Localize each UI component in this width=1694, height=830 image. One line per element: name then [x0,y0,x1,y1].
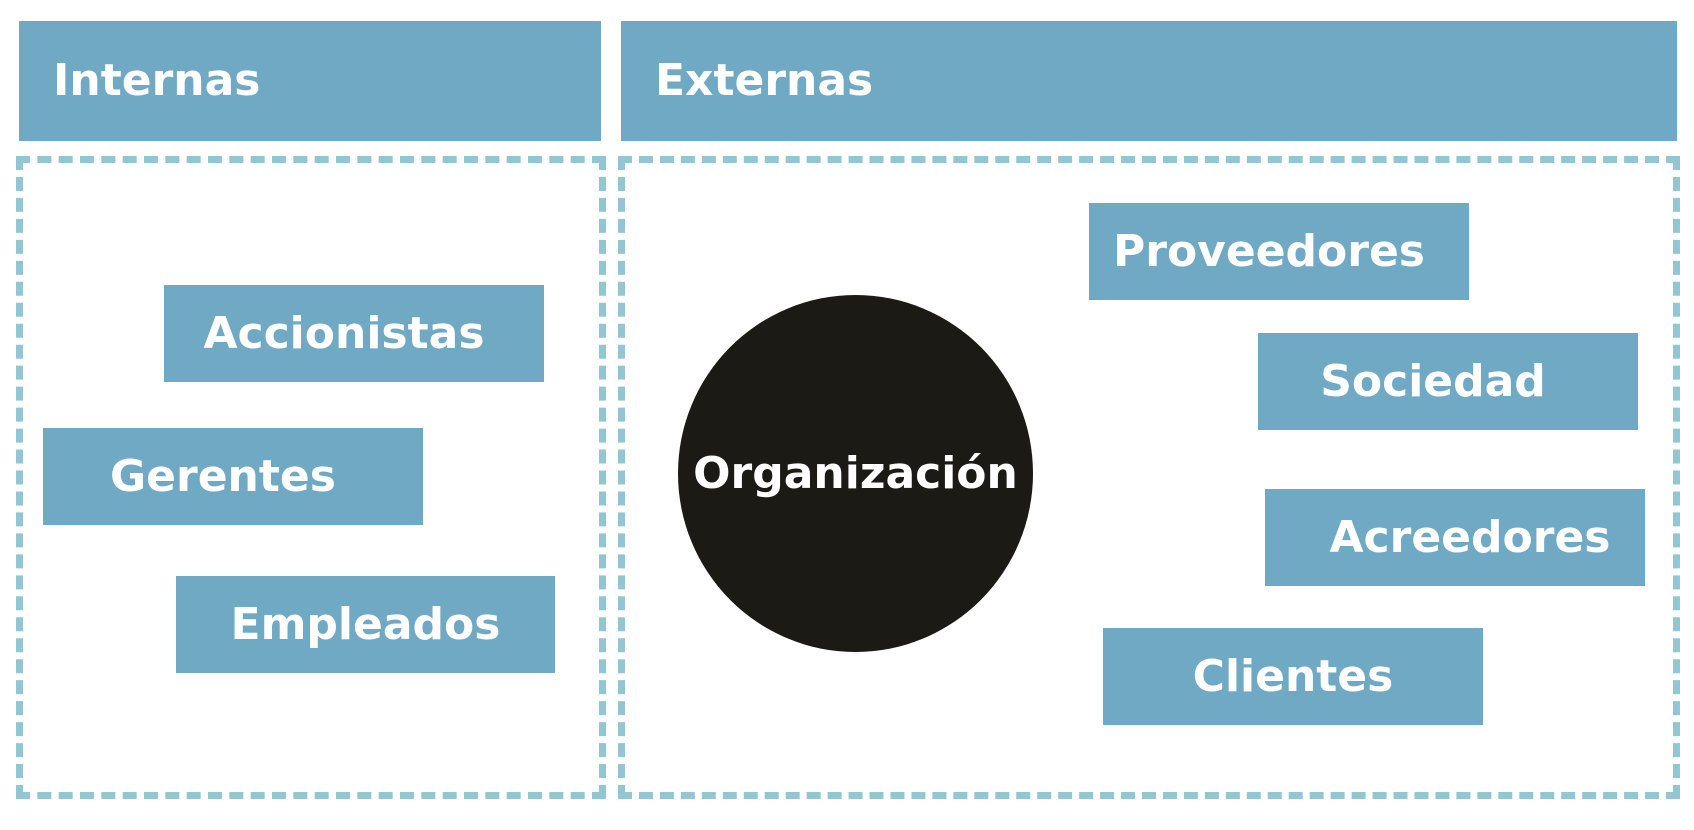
header-internas-label: Internas [53,54,261,106]
header-internas: Internas [19,21,601,141]
stakeholder-proveedores-label: Proveedores [1113,226,1425,277]
organization-circle: Organización [678,295,1033,652]
stakeholder-clientes: Clientes [1103,628,1483,725]
stakeholder-gerentes: Gerentes [43,428,423,525]
stakeholder-empleados-label: Empleados [230,599,501,650]
stakeholder-clientes-label: Clientes [1192,651,1394,702]
internal-group-frame [16,156,606,799]
organization-label: Organización [693,448,1018,499]
header-externas-label: Externas [655,54,874,106]
external-group-frame [618,156,1680,799]
stakeholder-empleados: Empleados [176,576,555,673]
stakeholder-acreedores-label: Acreedores [1329,512,1611,563]
stakeholder-sociedad-label: Sociedad [1320,356,1546,407]
header-externas: Externas [621,21,1677,141]
stakeholder-sociedad: Sociedad [1258,333,1638,430]
stakeholder-gerentes-label: Gerentes [110,451,336,502]
stakeholder-accionistas-label: Accionistas [203,308,485,359]
stakeholder-acreedores: Acreedores [1265,489,1645,586]
stakeholder-accionistas: Accionistas [164,285,544,382]
stakeholder-proveedores: Proveedores [1089,203,1469,300]
